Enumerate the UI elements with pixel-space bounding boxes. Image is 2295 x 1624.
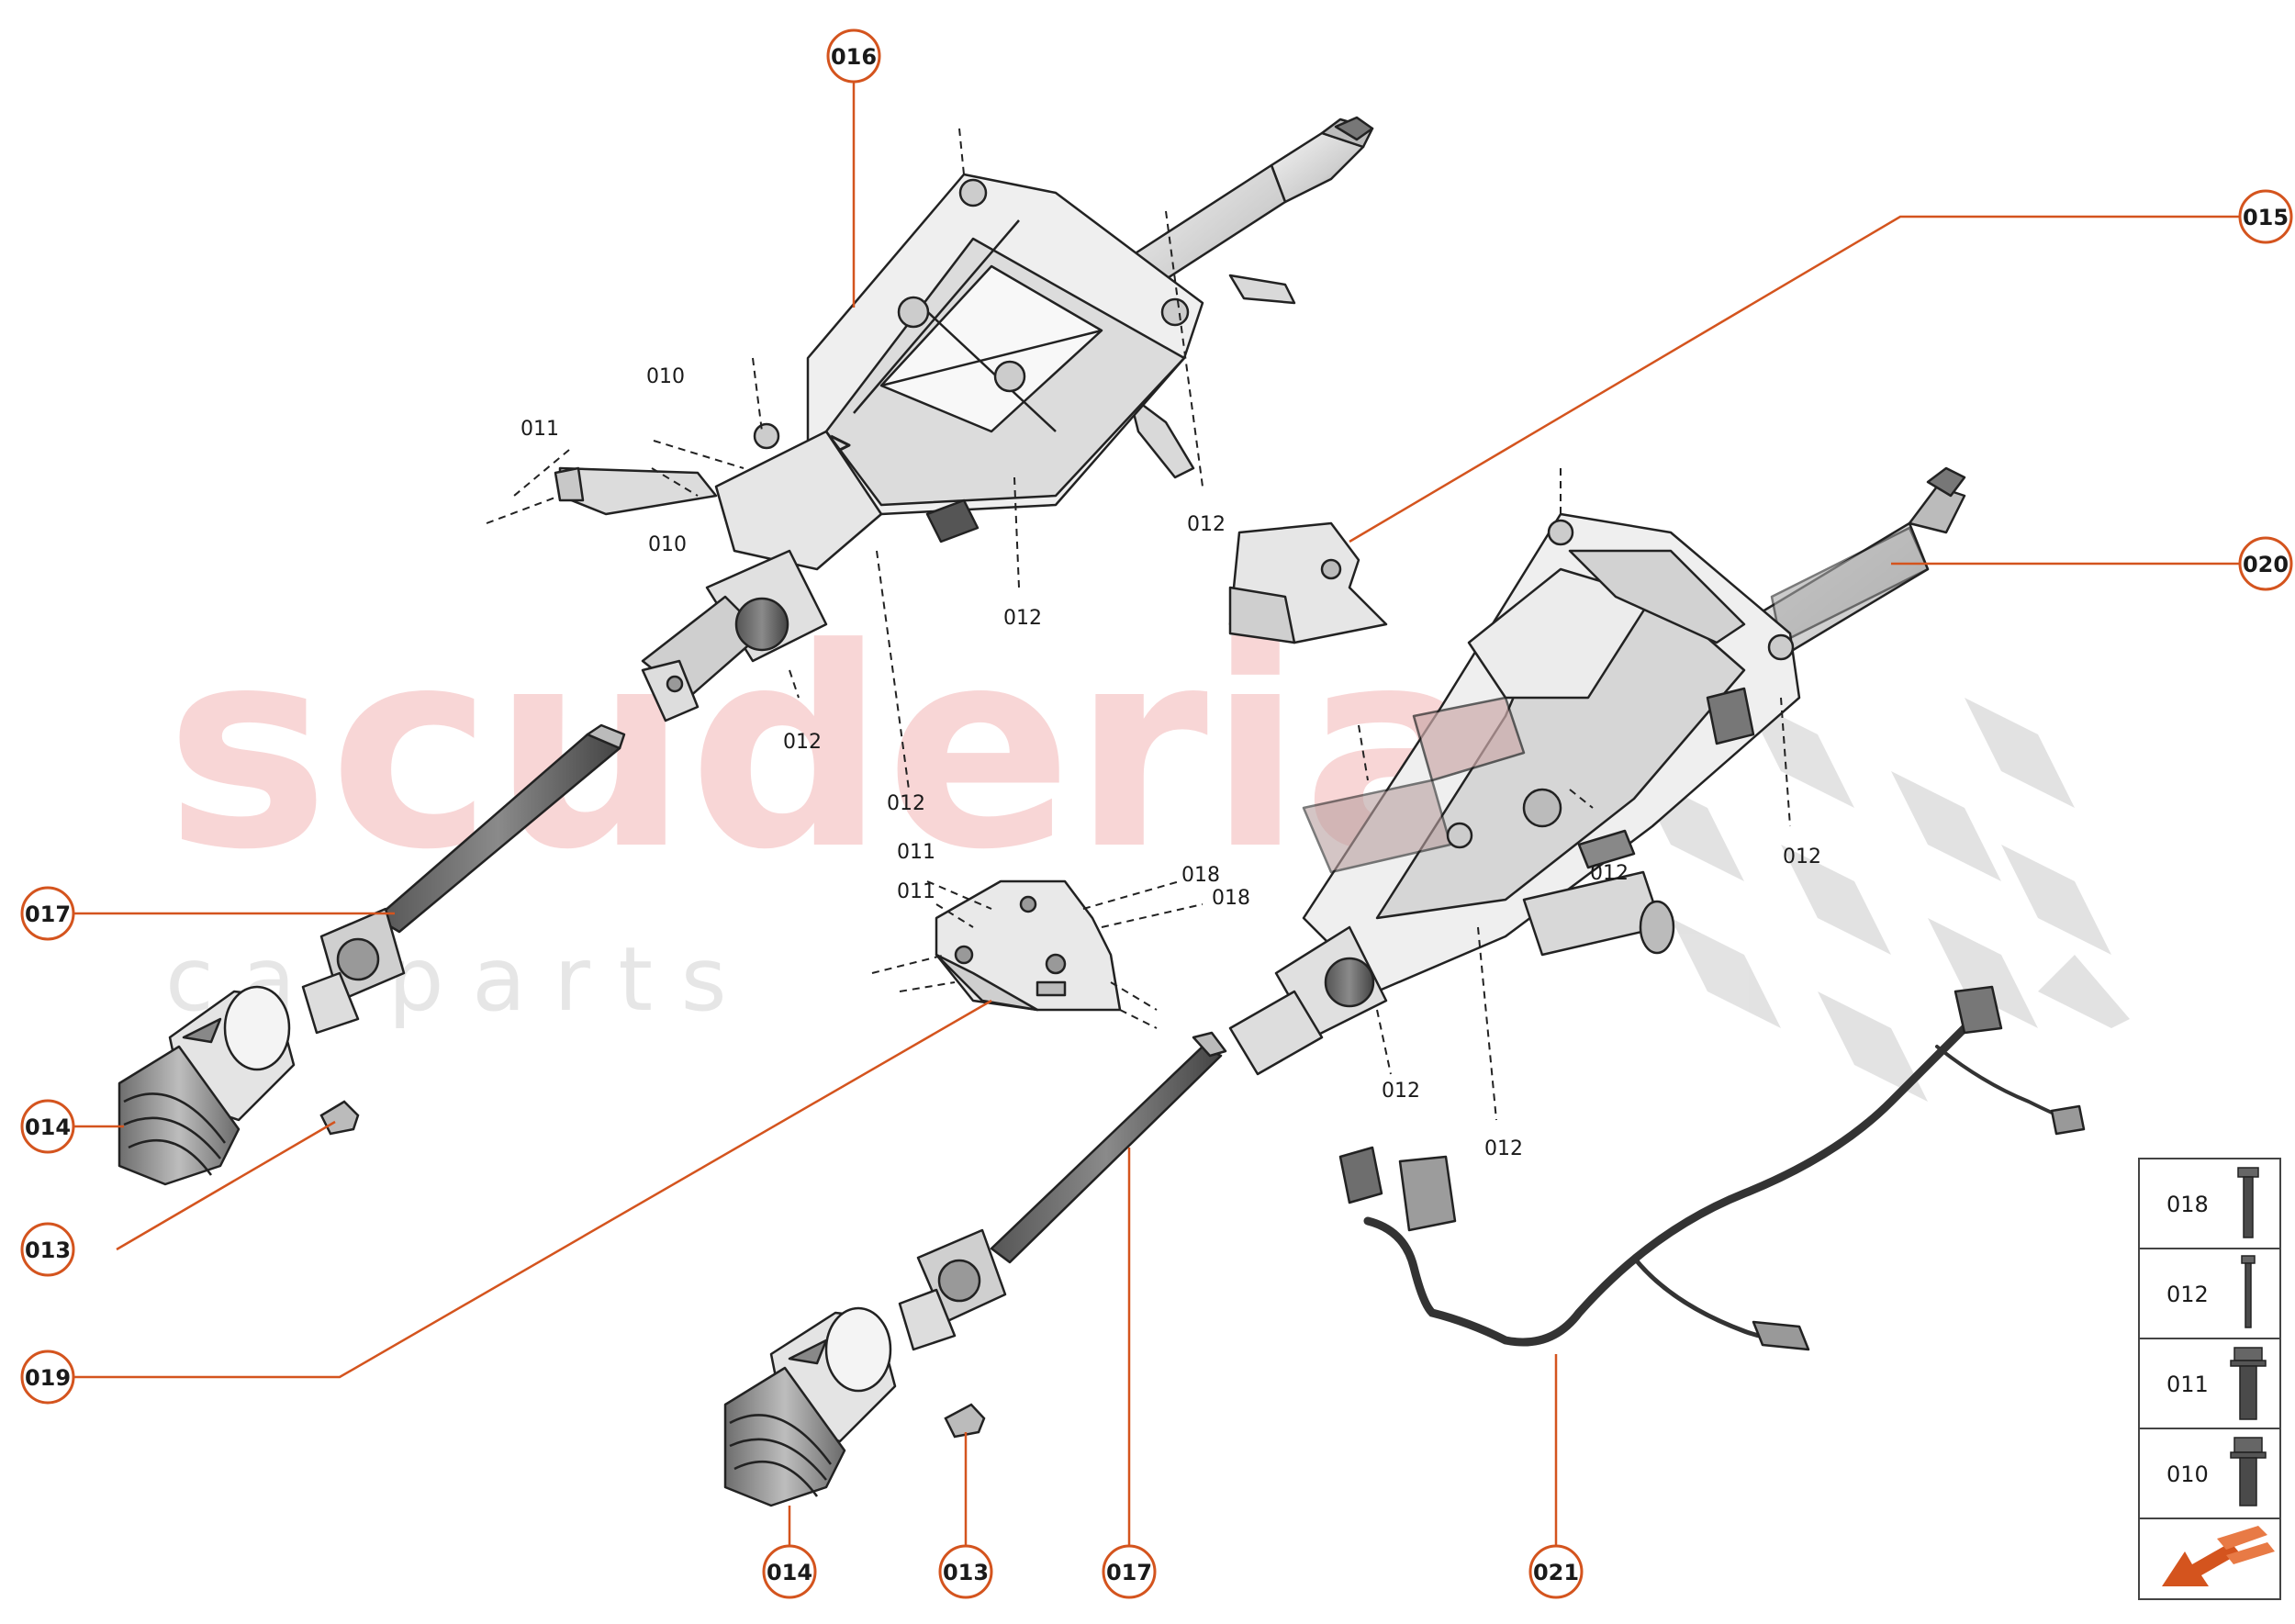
harness-connectors bbox=[1338, 985, 2086, 1351]
fastener-labels: 010 011 010 012 012 012 012 011 011 018 … bbox=[521, 365, 1821, 1160]
upper-steering-column bbox=[554, 116, 1374, 722]
ref-018-b: 018 bbox=[1212, 887, 1250, 910]
callout-017-lower[interactable]: 017 bbox=[1102, 1544, 1157, 1599]
intermediate-shaft-lower bbox=[898, 1031, 1227, 1351]
short-flange-bolt-icon bbox=[2230, 1437, 2267, 1506]
boot-lower bbox=[723, 1306, 897, 1507]
long-bolt-icon bbox=[2237, 1167, 2259, 1238]
legend-row-012: 012 bbox=[2166, 1255, 2256, 1328]
ref-018-a: 018 bbox=[1181, 864, 1220, 887]
ref-012-d: 012 bbox=[887, 792, 925, 815]
ref-011-b: 011 bbox=[897, 841, 935, 864]
ref-011-upper: 011 bbox=[521, 418, 559, 441]
legend-code-018: 018 bbox=[2166, 1192, 2209, 1217]
callout-014-lower-label: 014 bbox=[767, 1560, 812, 1585]
ref-010-lower: 010 bbox=[648, 533, 687, 556]
watermark: scuderia c a r p a r t s bbox=[165, 589, 2130, 1102]
flange-bolt-icon bbox=[2230, 1347, 2267, 1420]
ref-012-f: 012 bbox=[1783, 846, 1821, 868]
checkered-flag-watermark bbox=[1597, 624, 2130, 1102]
legend-row-018: 018 bbox=[2166, 1167, 2259, 1238]
callout-015[interactable]: 015 bbox=[2238, 189, 2293, 244]
callout-020[interactable]: 020 bbox=[2238, 536, 2293, 591]
ref-012-c: 012 bbox=[783, 731, 822, 754]
intermediate-shaft-upper bbox=[301, 723, 626, 1035]
leader-lines bbox=[72, 81, 2240, 1551]
callout-016[interactable]: 016 bbox=[826, 28, 881, 84]
legend-code-011: 011 bbox=[2166, 1372, 2209, 1397]
dashed-reference-lines bbox=[486, 128, 1791, 1121]
callout-014-upper-label: 014 bbox=[25, 1114, 71, 1140]
wiring-harness bbox=[1363, 1005, 2072, 1347]
ref-010-upper: 010 bbox=[646, 365, 685, 388]
callout-017-upper-label: 017 bbox=[25, 902, 71, 927]
ref-012-e: 012 bbox=[1590, 862, 1629, 885]
watermark-main: scuderia bbox=[165, 589, 1488, 910]
callout-013-upper[interactable]: 013 bbox=[20, 1222, 75, 1277]
ref-011-c: 011 bbox=[897, 880, 935, 903]
callout-017-lower-label: 017 bbox=[1106, 1560, 1152, 1585]
legend-row-010: 010 bbox=[2166, 1437, 2267, 1506]
boot-upper bbox=[118, 985, 296, 1186]
callout-013-upper-label: 013 bbox=[25, 1238, 71, 1263]
callout-013-lower[interactable]: 013 bbox=[938, 1544, 993, 1599]
callout-021[interactable]: 021 bbox=[1528, 1544, 1584, 1599]
ref-012-b: 012 bbox=[1003, 607, 1042, 630]
callout-021-label: 021 bbox=[1533, 1560, 1579, 1585]
callout-019[interactable]: 019 bbox=[20, 1350, 75, 1405]
ref-012-a: 012 bbox=[1187, 513, 1226, 536]
orientation-arrow-icon bbox=[2162, 1526, 2275, 1586]
bracket-019 bbox=[935, 879, 1122, 1012]
callout-019-label: 019 bbox=[25, 1365, 71, 1391]
legend-row-011: 011 bbox=[2166, 1347, 2267, 1420]
callout-013-lower-label: 013 bbox=[943, 1560, 989, 1585]
callout-014-upper[interactable]: 014 bbox=[20, 1099, 75, 1154]
callout-016-label: 016 bbox=[831, 44, 877, 70]
thin-bolt-icon bbox=[2241, 1255, 2256, 1328]
bracket-015 bbox=[1228, 521, 1388, 644]
fastener-legend: 018 012 011 010 bbox=[2138, 1158, 2281, 1600]
callout-020-label: 020 bbox=[2243, 552, 2289, 577]
ref-012-g: 012 bbox=[1382, 1080, 1420, 1103]
callout-014-lower[interactable]: 014 bbox=[762, 1544, 817, 1599]
ref-012-h: 012 bbox=[1484, 1137, 1523, 1160]
clip-lower bbox=[944, 1403, 986, 1439]
legend-code-012: 012 bbox=[2166, 1282, 2209, 1307]
lower-steering-column bbox=[1228, 466, 1966, 1076]
callout-015-label: 015 bbox=[2243, 205, 2289, 230]
legend-code-010: 010 bbox=[2166, 1462, 2209, 1487]
callout-017-upper[interactable]: 017 bbox=[20, 886, 75, 941]
clip-upper bbox=[319, 1100, 360, 1136]
